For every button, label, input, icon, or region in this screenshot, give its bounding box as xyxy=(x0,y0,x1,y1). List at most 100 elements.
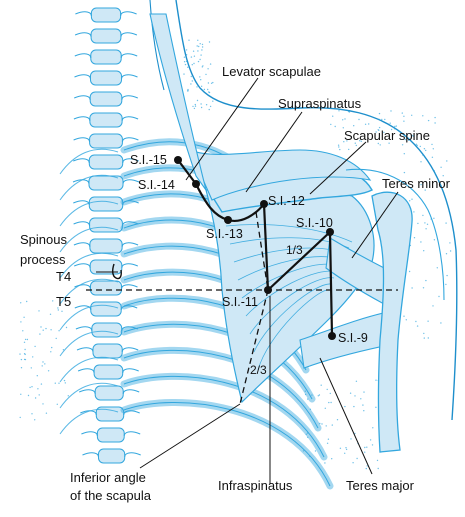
stipple-dot xyxy=(37,388,38,389)
stipple-dot xyxy=(425,280,426,281)
transverse-process-left xyxy=(79,390,95,394)
stipple-dot xyxy=(434,239,435,240)
stipple-dot xyxy=(330,124,331,125)
rib xyxy=(124,402,330,486)
stipple-dot xyxy=(378,119,379,120)
stipple-dot xyxy=(34,346,35,347)
label-si15: S.I.-15 xyxy=(130,153,167,167)
label-inferior-angle-2: of the scapula xyxy=(70,488,152,503)
transverse-process-right xyxy=(122,285,138,289)
stipple-dot xyxy=(330,402,331,403)
stipple-dot xyxy=(26,301,27,302)
transverse-process-left xyxy=(74,117,90,121)
transverse-process-right xyxy=(121,12,137,16)
transverse-process-left xyxy=(83,453,99,457)
stipple-dot xyxy=(55,383,56,384)
vertebra-body xyxy=(91,281,122,295)
stipple-dot xyxy=(24,342,25,343)
stipple-dot xyxy=(199,76,200,77)
stipple-dot xyxy=(24,349,25,350)
transverse-process-left xyxy=(75,54,91,58)
stipple-dot xyxy=(186,61,187,62)
stipple-dot xyxy=(348,111,349,112)
stipple-dot xyxy=(28,395,29,396)
stipple-dot xyxy=(415,321,416,322)
stipple-dot xyxy=(326,425,327,426)
transverse-process-right xyxy=(121,54,137,58)
stipple-dot xyxy=(68,395,69,396)
stipple-dot xyxy=(406,319,407,320)
stipple-dot xyxy=(183,73,184,74)
si15-dot xyxy=(174,156,182,164)
stipple-dot xyxy=(348,149,349,150)
vertebra-body xyxy=(91,71,122,85)
stipple-dot xyxy=(378,143,379,144)
stipple-dot xyxy=(432,157,433,158)
label-t4: T4 xyxy=(56,269,71,284)
transverse-process-left xyxy=(74,264,90,268)
stipple-dot xyxy=(342,119,343,120)
stipple-dot xyxy=(394,126,395,127)
stipple-dot xyxy=(50,329,51,330)
stipple-dot xyxy=(368,123,369,124)
stipple-dot xyxy=(332,116,333,117)
stipple-dot xyxy=(423,287,424,288)
stipple-dot xyxy=(417,223,418,224)
transverse-process-left xyxy=(81,432,97,436)
stipple-dot xyxy=(375,380,376,381)
vertebra-body xyxy=(90,92,122,106)
stipple-dot xyxy=(61,311,62,312)
transverse-process-left xyxy=(75,33,91,37)
stipple-dot xyxy=(20,417,21,418)
stipple-dot xyxy=(48,370,49,371)
transverse-process-left xyxy=(74,243,90,247)
stipple-dot xyxy=(50,314,51,315)
label-teres-major: Teres major xyxy=(346,478,415,493)
stipple-dot xyxy=(409,271,410,272)
stipple-dot xyxy=(402,112,403,113)
stipple-dot xyxy=(43,330,44,331)
vertebra-body xyxy=(90,134,123,148)
vertebra-body xyxy=(97,428,124,442)
vertebra-body xyxy=(92,323,122,337)
stipple-dot xyxy=(20,321,21,322)
stipple-dot xyxy=(379,113,380,114)
stipple-dot xyxy=(208,82,209,83)
stipple-dot xyxy=(200,79,201,80)
stipple-dot xyxy=(402,144,403,145)
stipple-dot xyxy=(403,121,404,122)
stipple-dot xyxy=(193,63,194,64)
stipple-dot xyxy=(438,296,439,297)
stipple-dot xyxy=(58,309,59,310)
stipple-dot xyxy=(194,108,195,109)
stipple-dot xyxy=(186,49,187,50)
stipple-dot xyxy=(46,413,47,414)
stipple-dot xyxy=(445,284,446,285)
vertebra-body xyxy=(91,50,121,64)
label-si13: S.I.-13 xyxy=(206,227,243,241)
stipple-dot xyxy=(22,330,23,331)
stipple-dot xyxy=(198,46,199,47)
stipple-dot xyxy=(396,125,397,126)
transverse-process-right xyxy=(123,390,139,394)
vertebra-body xyxy=(90,113,122,127)
stipple-dot xyxy=(411,115,412,116)
stipple-dot xyxy=(350,393,351,394)
stipple-dot xyxy=(200,103,201,104)
stipple-dot xyxy=(39,394,40,395)
label-si12: S.I.-12 xyxy=(268,194,305,208)
stipple-dot xyxy=(25,339,26,340)
stipple-dot xyxy=(435,173,436,174)
stipple-dot xyxy=(185,64,186,65)
stipple-dot xyxy=(211,83,212,84)
stipple-dot xyxy=(411,199,412,200)
stipple-dot xyxy=(366,447,367,448)
transverse-process-left xyxy=(73,159,89,163)
transverse-process-right xyxy=(122,96,138,100)
stipple-dot xyxy=(315,450,316,451)
transverse-process-right xyxy=(122,243,138,247)
stipple-dot xyxy=(31,367,32,368)
stipple-dot xyxy=(206,104,207,105)
stipple-dot xyxy=(38,310,39,311)
transverse-process-right xyxy=(123,180,139,184)
